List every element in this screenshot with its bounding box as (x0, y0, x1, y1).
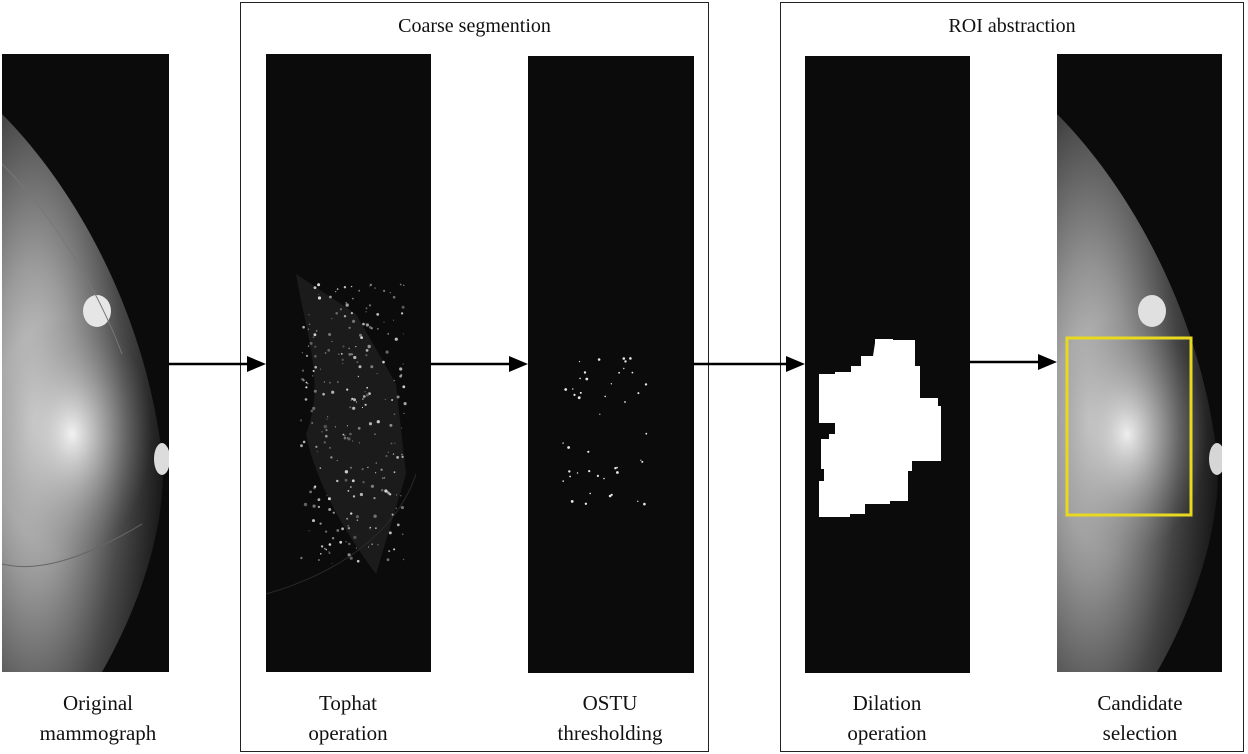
arrow-original-to-tophat (169, 356, 266, 372)
caption-line: OSTU (582, 691, 638, 715)
arrow-ostu-to-dilation (694, 356, 805, 372)
caption-line: Original (63, 691, 133, 715)
candidate-roi-box (1065, 336, 1193, 517)
original-mammograph-image (2, 54, 169, 672)
caption-line: mammograph (39, 721, 157, 745)
caption-dilation-operation: Dilation operation (797, 688, 977, 748)
ostu-thresholding-image (528, 56, 694, 673)
caption-line: selection (1102, 721, 1178, 745)
arrow-tophat-to-ostu (431, 356, 528, 372)
caption-line: Tophat (318, 691, 378, 715)
coarse-segmentation-group: Coarse segmention (240, 2, 709, 752)
tophat-operation-image (266, 54, 431, 672)
roi-abstraction-title: ROI abstraction (948, 15, 1076, 37)
caption-line: Dilation (852, 691, 922, 715)
caption-tophat-operation: Tophat operation (258, 688, 438, 748)
arrow-dilation-to-candidate (970, 354, 1057, 370)
roi-abstraction-group: ROI abstraction (780, 2, 1244, 752)
caption-ostu-thresholding: OSTU thresholding (520, 688, 700, 748)
dilation-operation-image (805, 56, 970, 673)
candidate-selection-image (1057, 54, 1222, 672)
coarse-segmentation-title: Coarse segmention (398, 15, 551, 37)
caption-line: operation (308, 721, 388, 745)
caption-line: thresholding (557, 721, 663, 745)
caption-line: operation (847, 721, 927, 745)
caption-candidate-selection: Candidate selection (1050, 688, 1230, 748)
caption-line: Candidate (1097, 691, 1183, 715)
caption-original-mammograph: Original mammograph (8, 688, 188, 748)
